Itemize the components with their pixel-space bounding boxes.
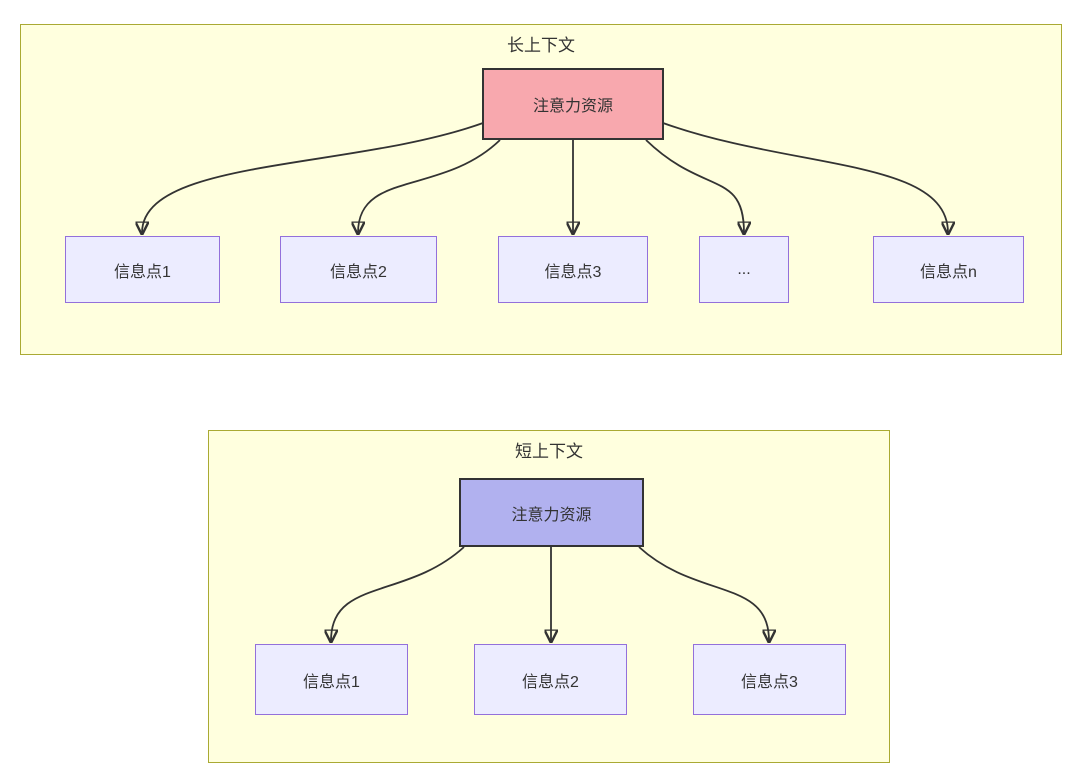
info-point-label: 信息点1: [303, 673, 360, 691]
short-context-title: 短上下文: [515, 442, 583, 461]
info-point-node: 信息点1: [65, 236, 220, 303]
attention-resource-node-short: 注意力资源: [459, 478, 644, 547]
info-point-ellipsis-node: ...: [699, 236, 789, 303]
attention-resource-label: 注意力资源: [511, 506, 592, 524]
info-point-node: 信息点n: [873, 236, 1024, 303]
info-point-node: 信息点3: [693, 644, 846, 715]
info-point-label: 信息点3: [544, 263, 602, 281]
info-point-node: 信息点3: [498, 236, 648, 303]
info-point-node: 信息点2: [474, 644, 627, 715]
info-point-label: 信息点2: [330, 263, 387, 281]
long-context-title: 长上下文: [507, 36, 575, 55]
info-point-node: 信息点1: [255, 644, 408, 715]
info-point-label: ...: [737, 260, 751, 278]
info-point-label: 信息点3: [741, 673, 798, 691]
info-point-label: 信息点2: [522, 673, 579, 691]
attention-resource-label: 注意力资源: [532, 98, 613, 115]
attention-resource-node-long: 注意力资源: [482, 68, 664, 140]
info-point-label: 信息点1: [114, 263, 171, 281]
info-point-label: 信息点n: [920, 263, 977, 281]
info-point-node: 信息点2: [280, 236, 437, 303]
